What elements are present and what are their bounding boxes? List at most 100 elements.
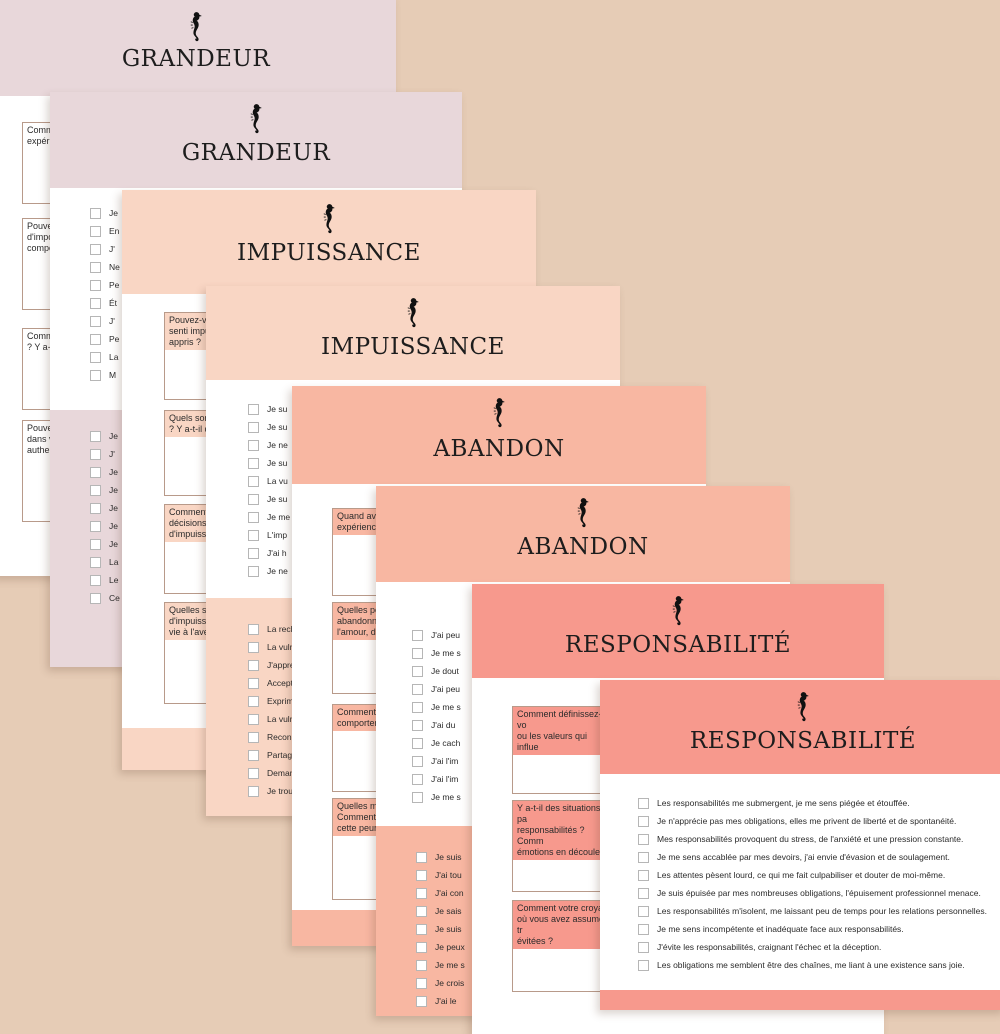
checklist-item[interactable]: J'évite les responsabilités, craignant l… [638, 938, 987, 956]
checklist-item[interactable]: Je me s [412, 698, 461, 716]
checklist-item[interactable]: Je peux [416, 938, 465, 956]
checklist-item[interactable]: Ét [90, 294, 120, 312]
checklist-item[interactable]: Je [90, 517, 120, 535]
checklist-item[interactable]: Je [90, 481, 120, 499]
checklist-item[interactable]: Je ne [248, 436, 290, 454]
checkbox[interactable] [248, 439, 259, 451]
checkbox[interactable] [638, 887, 649, 899]
checkbox[interactable] [638, 905, 649, 917]
checklist-item[interactable]: En [90, 222, 120, 240]
checkbox[interactable] [416, 923, 427, 935]
checklist-item[interactable]: J' [90, 240, 120, 258]
checklist-item[interactable]: J'ai peu [412, 680, 461, 698]
checkbox[interactable] [248, 493, 259, 505]
checklist-item[interactable]: Ne [90, 258, 120, 276]
checklist-item[interactable]: J'appre [248, 656, 300, 674]
checklist-item[interactable]: Je suis [416, 848, 465, 866]
checkbox[interactable] [90, 297, 101, 309]
checklist-item[interactable]: Accepte [248, 674, 300, 692]
checkbox[interactable] [90, 333, 101, 345]
checkbox[interactable] [638, 797, 649, 809]
checklist-item[interactable]: Je dout [412, 662, 461, 680]
checklist-item[interactable]: Je suis [416, 920, 465, 938]
checklist-item[interactable]: La [90, 348, 120, 366]
checkbox[interactable] [90, 207, 101, 219]
checkbox[interactable] [638, 851, 649, 863]
checklist-item[interactable]: Je cach [412, 734, 461, 752]
checklist-item[interactable]: J'ai le [416, 992, 465, 1010]
checklist-item[interactable]: J' [90, 445, 120, 463]
checklist-item[interactable]: Je su [248, 400, 290, 418]
checkbox[interactable] [90, 315, 101, 327]
checkbox[interactable] [248, 457, 259, 469]
checkbox[interactable] [412, 629, 423, 641]
checklist-item[interactable]: Ce [90, 589, 120, 607]
checkbox[interactable] [248, 565, 259, 577]
checkbox[interactable] [416, 959, 427, 971]
checklist-item[interactable]: J'ai du [412, 716, 461, 734]
checklist-item[interactable]: Je su [248, 490, 290, 508]
checkbox[interactable] [416, 905, 427, 917]
checklist-item[interactable]: Exprime [248, 692, 300, 710]
checkbox[interactable] [90, 574, 101, 586]
checklist-item[interactable]: Je n'apprécie pas mes obligations, elles… [638, 812, 987, 830]
checkbox[interactable] [416, 977, 427, 989]
checkbox[interactable] [90, 351, 101, 363]
checkbox[interactable] [638, 815, 649, 827]
checklist-item[interactable]: Pe [90, 276, 120, 294]
checkbox[interactable] [416, 869, 427, 881]
checklist-item[interactable]: J'ai tou [416, 866, 465, 884]
checkbox[interactable] [90, 243, 101, 255]
checkbox[interactable] [248, 749, 259, 761]
checkbox[interactable] [90, 502, 101, 514]
checklist-item[interactable]: Je [90, 463, 120, 481]
checklist-item[interactable]: Je [90, 535, 120, 553]
checkbox[interactable] [412, 719, 423, 731]
checklist-item[interactable]: L'imp [248, 526, 290, 544]
checkbox[interactable] [90, 279, 101, 291]
checkbox[interactable] [412, 773, 423, 785]
checklist-item[interactable]: La [90, 553, 120, 571]
checklist-item[interactable]: Je me s [412, 644, 461, 662]
checklist-item[interactable]: Je me sens accablée par mes devoirs, j'a… [638, 848, 987, 866]
checkbox[interactable] [412, 791, 423, 803]
checkbox[interactable] [248, 641, 259, 653]
checkbox[interactable] [412, 665, 423, 677]
checklist-item[interactable]: Je su [248, 454, 290, 472]
checkbox[interactable] [416, 941, 427, 953]
checkbox[interactable] [248, 659, 259, 671]
checklist-item[interactable]: Je sais [416, 902, 465, 920]
checklist-item[interactable]: La reche [248, 620, 300, 638]
checkbox[interactable] [248, 731, 259, 743]
checklist-item[interactable]: Je suis épuisée par mes nombreuses oblig… [638, 884, 987, 902]
checklist-item[interactable]: La vu [248, 472, 290, 490]
checkbox[interactable] [248, 767, 259, 779]
checkbox[interactable] [248, 421, 259, 433]
checklist-item[interactable]: Je me sens incompétente et inadéquate fa… [638, 920, 987, 938]
checkbox[interactable] [90, 592, 101, 604]
checklist-item[interactable]: Mes responsabilités provoquent du stress… [638, 830, 987, 848]
checklist-item[interactable]: La vulne [248, 638, 300, 656]
checklist-item[interactable]: Les responsabilités me submergent, je me… [638, 794, 987, 812]
checkbox[interactable] [90, 225, 101, 237]
checklist-item[interactable]: Je su [248, 418, 290, 436]
checkbox[interactable] [248, 785, 259, 797]
checkbox[interactable] [90, 369, 101, 381]
checklist-item[interactable]: M [90, 366, 120, 384]
checklist-item[interactable]: Je trouv [248, 782, 300, 800]
checklist-item[interactable]: J'ai h [248, 544, 290, 562]
checkbox[interactable] [412, 755, 423, 767]
checklist-item[interactable]: Je me s [412, 788, 461, 806]
checklist-item[interactable]: Les attentes pèsent lourd, ce qui me fai… [638, 866, 987, 884]
checkbox[interactable] [90, 484, 101, 496]
checkbox[interactable] [90, 520, 101, 532]
checkbox[interactable] [90, 556, 101, 568]
checklist-item[interactable]: Je me s [416, 956, 465, 974]
checklist-item[interactable]: Partage [248, 746, 300, 764]
checklist-item[interactable]: Je ne [248, 562, 290, 580]
checklist-item[interactable]: J'ai l'im [412, 752, 461, 770]
checklist-item[interactable]: Je me [248, 508, 290, 526]
checklist-item[interactable]: J' [90, 312, 120, 330]
checklist-item[interactable]: Je crois [416, 974, 465, 992]
checkbox[interactable] [248, 677, 259, 689]
